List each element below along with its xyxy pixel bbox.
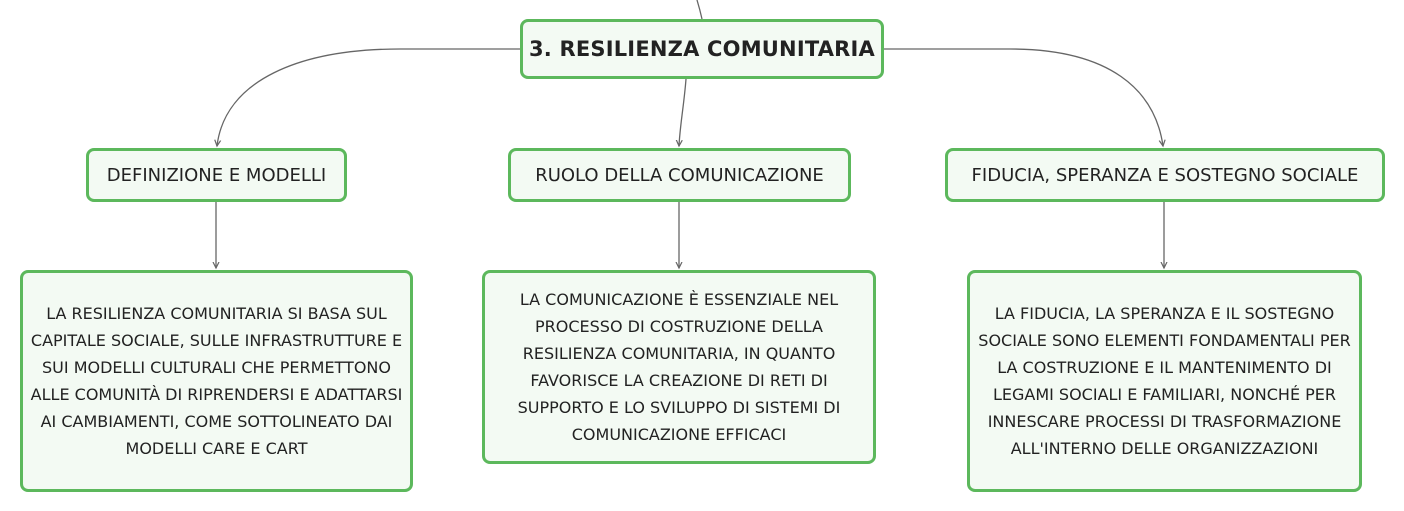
- topic-label: FIDUCIA, SPERANZA E SOSTEGNO SOCIALE: [971, 164, 1359, 186]
- connector-root-to-topic-3: [884, 48, 1163, 146]
- root-node[interactable]: 3. RESILIENZA COMUNITARIA: [520, 19, 884, 79]
- detail-definizione-e-modelli[interactable]: LA RESILIENZA COMUNITARIA SI BASA SUL CA…: [20, 270, 413, 492]
- topic-ruolo-della-comunicazione[interactable]: RUOLO DELLA COMUNICAZIONE: [508, 148, 851, 202]
- topic-definizione-e-modelli[interactable]: DEFINIZIONE E MODELLI: [86, 148, 347, 202]
- connector-root-to-topic-1: [217, 48, 520, 146]
- detail-text: LA RESILIENZA COMUNITARIA SI BASA SUL CA…: [30, 304, 403, 458]
- detail-ruolo-della-comunicazione[interactable]: LA COMUNICAZIONE È ESSENZIALE NEL PROCES…: [482, 270, 876, 464]
- topic-label: DEFINIZIONE E MODELLI: [106, 164, 327, 186]
- root-label: 3. RESILIENZA COMUNITARIA: [528, 37, 876, 61]
- connector-root-to-topic-2: [679, 78, 687, 146]
- detail-fiducia-speranza-sostegno[interactable]: LA FIDUCIA, LA SPERANZA E IL SOSTEGNO SO…: [967, 270, 1362, 492]
- topic-label: RUOLO DELLA COMUNICAZIONE: [535, 164, 824, 186]
- topic-fiducia-speranza-sostegno[interactable]: FIDUCIA, SPERANZA E SOSTEGNO SOCIALE: [945, 148, 1385, 202]
- detail-text: LA FIDUCIA, LA SPERANZA E IL SOSTEGNO SO…: [978, 304, 1351, 458]
- parent-connector: [696, 0, 703, 20]
- detail-text: LA COMUNICAZIONE È ESSENZIALE NEL PROCES…: [517, 290, 841, 444]
